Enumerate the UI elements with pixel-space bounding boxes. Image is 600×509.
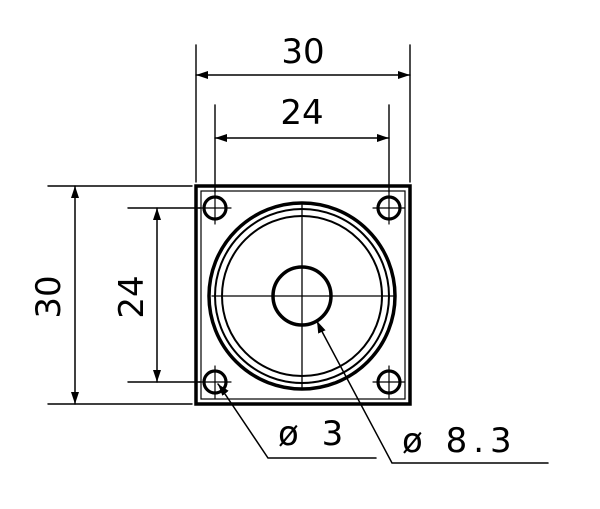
mounting-hole-bottom-left <box>198 365 232 399</box>
callout-shaft-hole: ø 8.3 <box>402 421 518 461</box>
dim-label-hole-spacing-width: 24 <box>280 93 323 133</box>
callout-mounting-hole: ø 3 <box>278 414 349 454</box>
dim-label-hole-spacing-height: 24 <box>112 275 152 318</box>
leader-mounting-hole <box>222 390 377 459</box>
mounting-hole-bottom-right <box>372 365 406 399</box>
motor-body-outline <box>194 184 412 406</box>
mounting-hole-top-left <box>198 191 232 225</box>
dim-label-overall-width: 30 <box>281 32 324 72</box>
leader-shaft-hole <box>317 323 549 464</box>
face-outer-ring <box>207 201 397 391</box>
motor-body-inner-edge <box>200 190 406 400</box>
mounting-hole-top-right <box>372 191 406 225</box>
dim-label-overall-height: 30 <box>29 275 69 318</box>
